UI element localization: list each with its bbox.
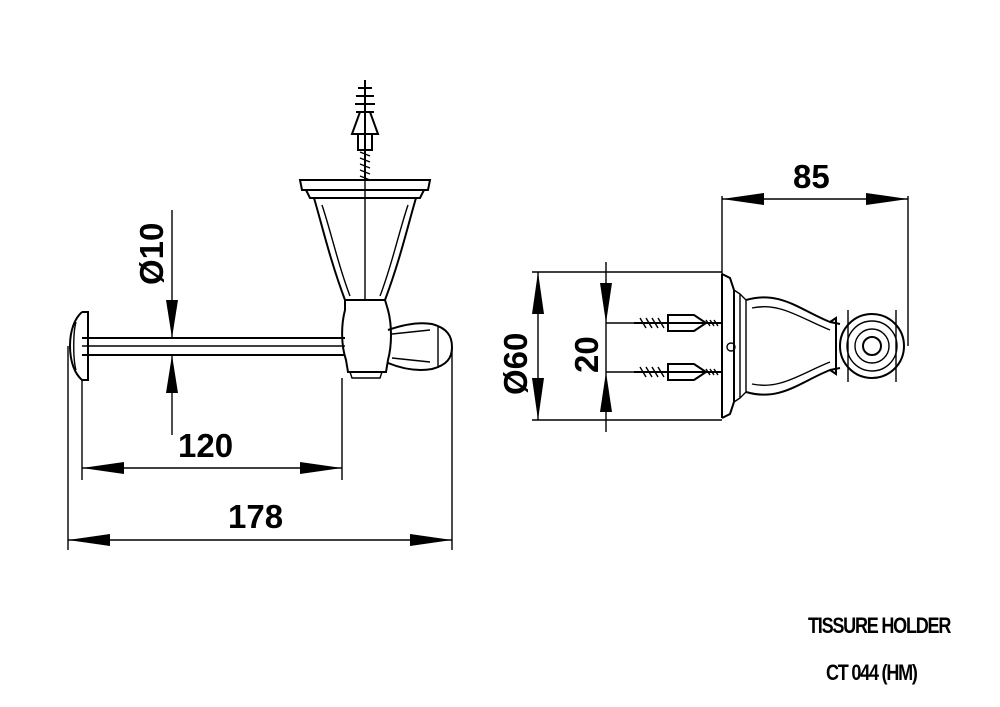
- fixing-screws: [634, 314, 722, 381]
- side-view: 85 Ø60 20: [497, 158, 909, 432]
- product-code: CT 044 (HM): [826, 660, 918, 685]
- dim-projection-label: 85: [793, 158, 830, 195]
- product-name: TISSURE HOLDER: [808, 613, 951, 638]
- knuckle: [341, 299, 392, 379]
- base-plate: [721, 273, 747, 419]
- dim-fixing-spacing: [600, 262, 634, 432]
- dim-base-diameter: [532, 271, 722, 421]
- dim-overall-length-label: 178: [228, 498, 283, 535]
- end-cap: [68, 311, 89, 381]
- wall-screw: [350, 80, 380, 181]
- rod-end-rosette: [839, 310, 905, 382]
- dim-overall-length: [67, 346, 453, 550]
- front-view: Ø10 120 178: [67, 80, 454, 550]
- dim-rod-length: [81, 378, 343, 480]
- finial-knob: [387, 322, 454, 371]
- dim-rod-diameter: [166, 210, 178, 435]
- dim-base-diameter-label: Ø60: [497, 333, 534, 395]
- dim-rod-diameter-label: Ø10: [133, 223, 170, 285]
- rod: [82, 337, 345, 356]
- dim-fixing-spacing-label: 20: [568, 336, 605, 373]
- wall-flange: [298, 179, 432, 301]
- arm-body: [745, 296, 841, 396]
- dim-projection: [721, 193, 909, 346]
- dim-rod-length-label: 120: [178, 427, 233, 464]
